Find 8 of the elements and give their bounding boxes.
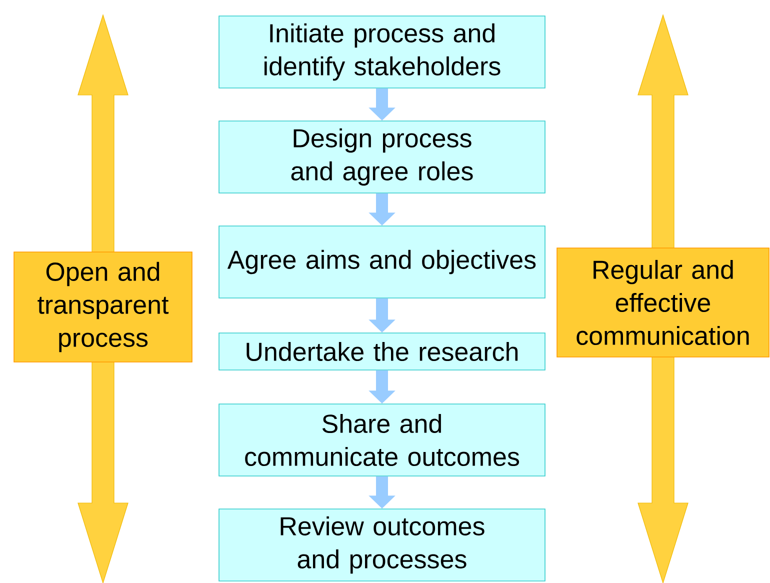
principle-box: Regular and effective communication: [556, 248, 770, 358]
process-box: Undertake the research: [218, 332, 546, 370]
principle-box: Open and transparent process: [14, 252, 192, 362]
process-box: Agree aims and objectives: [218, 226, 546, 298]
process-box: Initiate process and identify stakeholders: [218, 16, 546, 88]
process-box: Review outcomes and processes: [218, 508, 546, 582]
process-box: Design process and agree roles: [218, 120, 546, 194]
process-box: Share and communicate outcomes: [218, 404, 546, 476]
